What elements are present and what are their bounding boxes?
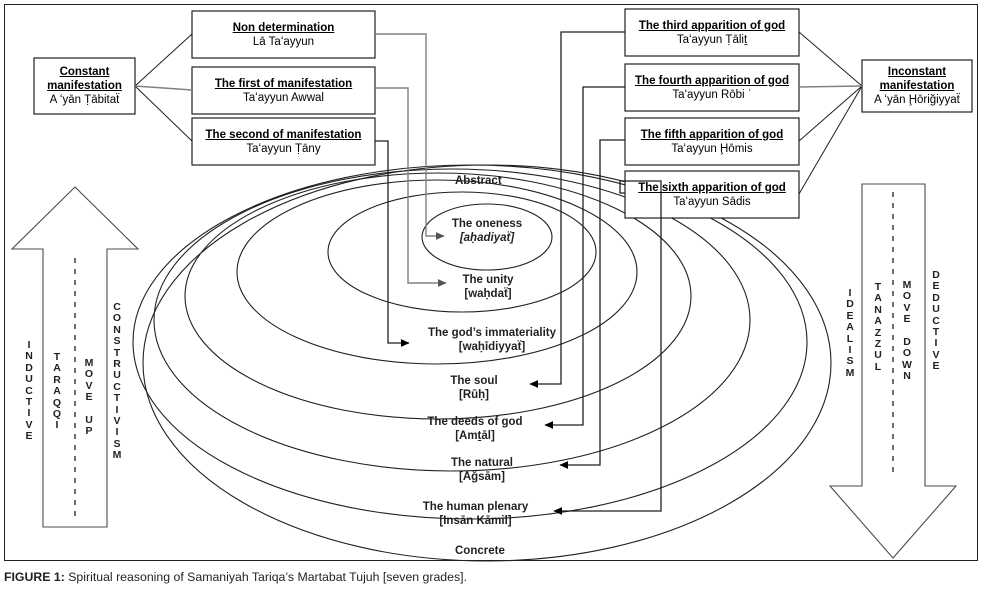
ring-4 — [184, 172, 692, 420]
connector-left2-to-unity — [375, 87, 447, 287]
right-box-1-subtitle: Taʻayyun Ṭāliṯ — [676, 33, 748, 46]
ring-label-human-plenary-term: [Insān Kāmil] — [439, 515, 512, 527]
ring-label-oneness: The oneness [aḥadiyaẗ] — [407, 217, 567, 245]
box-right-4 — [624, 170, 800, 219]
left-box-1-title: Non determination — [232, 21, 335, 34]
ring-label-human-plenary: The human plenary [Insān Kāmil] — [398, 500, 553, 528]
axis-label-abstract: Abstract — [455, 175, 502, 187]
box-right-3 — [624, 117, 800, 166]
box-left-1-text[interactable]: Non determination Lā Taʻayyun — [192, 11, 375, 58]
box-left-2-text[interactable]: The first of manifestation Taʻayyun Awwa… — [192, 67, 375, 114]
box-outlines — [33, 8, 973, 219]
box-constant-manifestation — [33, 57, 136, 115]
ring-label-natural-name: The natural — [451, 457, 513, 469]
connector-right3-to-natural — [559, 139, 625, 469]
ring-label-immateriality-name: The god’s immateriality — [427, 327, 557, 339]
left-fan-connector-middle — [134, 85, 193, 91]
right-box-4-title: The sixth apparition of god — [638, 181, 786, 194]
ring-label-soul-name: The soul — [450, 375, 498, 387]
axis-label-concrete: Concrete — [455, 545, 505, 557]
inconstant-manifestation-subtitle: A ʻyān Ḩōriğiyyaẗ — [874, 94, 960, 106]
left-box-3-title: The second of manifestation — [205, 128, 362, 141]
connector-left1-to-oneness — [375, 33, 445, 240]
left-box-2-title: The first of manifestation — [214, 77, 353, 90]
box-right-2-text[interactable]: The fourth apparition of god Taʻayyun Rō… — [625, 64, 799, 111]
inconstant-manifestation-title: Inconstant manifestation — [879, 66, 955, 92]
left-box-1-subtitle: Lā Taʻayyun — [252, 35, 315, 48]
figure-caption-text: Spiritual reasoning of Samaniyah Tariqa’… — [64, 570, 467, 584]
ring-label-deeds-name: The deeds of god — [427, 416, 523, 428]
left-fan-connectors — [134, 33, 193, 142]
right-box-3-subtitle: Taʻayyun Ḩōmis — [671, 142, 753, 155]
ring-label-oneness-name: The oneness — [451, 218, 523, 230]
box-inconstant-manifestation-text[interactable]: Inconstant manifestation A ʻyān Ḩōriğiyy… — [862, 60, 972, 112]
connector-right1-to-soul — [529, 31, 625, 388]
box-left-3-text[interactable]: The second of manifestation Taʻayyun Ṭān… — [192, 118, 375, 165]
right-box-2-subtitle: Taʻayyun Rōbi ʿ — [672, 88, 752, 101]
box-left-3 — [191, 117, 376, 166]
right-box-4-subtitle: Taʻayyun Sādis — [673, 195, 751, 208]
ring-5 — [153, 168, 751, 472]
box-right-1 — [624, 8, 800, 57]
ring-label-immateriality-term: [waḥīdiyyaẗ] — [458, 341, 526, 353]
ring-label-natural: The natural [Ağsām] — [412, 456, 552, 484]
box-inconstant-manifestation — [861, 59, 973, 113]
ring-label-deeds: The deeds of god [Amṯāl] — [405, 415, 545, 443]
ring-label-immateriality: The god’s immateriality [waḥīdiyyaẗ] — [402, 326, 582, 354]
ring-label-soul: The soul [Rūḥ] — [414, 374, 534, 402]
connector-right2-to-deeds — [544, 86, 625, 429]
ring-label-deeds-term: [Amṯāl] — [455, 430, 495, 442]
ring-label-soul-term: [Rūḥ] — [458, 389, 489, 401]
ring-1 — [421, 203, 553, 271]
ring-7 — [142, 164, 832, 562]
box-right-1-text[interactable]: The third apparition of god Taʻayyun Ṭāl… — [625, 9, 799, 56]
concentric-ellipses — [132, 164, 832, 562]
constant-manifestation-title: Constant manifestation — [47, 66, 122, 92]
right-fan-connectors — [798, 31, 863, 195]
box-left-2 — [191, 66, 376, 115]
right-box-2-title: The fourth apparition of god — [635, 74, 789, 87]
box-right-2 — [624, 63, 800, 112]
ring-label-oneness-term: [aḥadiyaẗ] — [459, 232, 515, 244]
ring-3 — [236, 179, 638, 365]
ring-2 — [327, 191, 597, 313]
left-box-2-subtitle: Taʻayyun Awwal — [243, 91, 324, 104]
right-box-3-title: The fifth apparition of god — [640, 128, 784, 141]
figure-caption: FIGURE 1: Spiritual reasoning of Samaniy… — [4, 570, 978, 584]
box-constant-manifestation-text[interactable]: Constant manifestation A ʻyān Ṭābitaẗ — [34, 58, 135, 114]
box-right-4-text[interactable]: The sixth apparition of god Taʻayyun Sād… — [625, 171, 799, 218]
constant-manifestation-subtitle: A ʻyān Ṭābitaẗ — [49, 94, 120, 106]
right-fan-connector-middle — [798, 85, 863, 88]
right-box-1-title: The third apparition of god — [638, 19, 786, 32]
ring-label-unity: The unity [waḥdaẗ] — [408, 273, 568, 301]
connector-left3-to-immateriality — [375, 140, 410, 347]
left-box-3-subtitle: Taʻayyun Ṭāny — [246, 142, 321, 155]
connector-right4-to-human — [553, 180, 662, 515]
ring-label-natural-term: [Ağsām] — [458, 471, 505, 483]
ring-label-unity-name: The unity — [462, 274, 514, 286]
figure-caption-label: FIGURE 1: — [4, 570, 65, 584]
ring-label-human-plenary-name: The human plenary — [422, 501, 529, 513]
box-right-3-text[interactable]: The fifth apparition of god Taʻayyun Ḩōm… — [625, 118, 799, 165]
ring-label-unity-term: [waḥdaẗ] — [464, 288, 512, 300]
